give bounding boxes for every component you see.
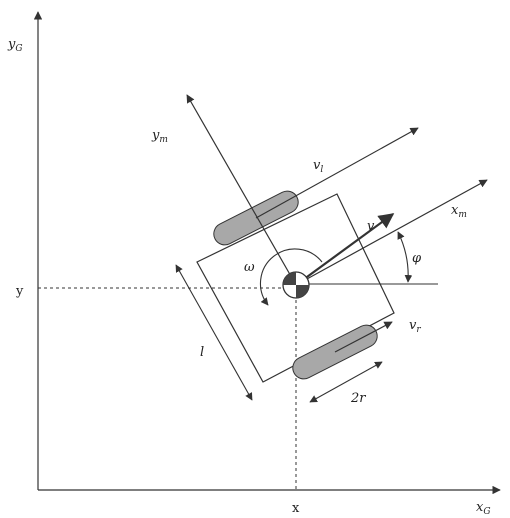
robot-center-marker xyxy=(282,271,310,299)
x-tick-label: x xyxy=(292,501,300,516)
y-tick-label: y xyxy=(15,284,24,299)
omega-label: ω xyxy=(244,260,255,275)
ym-label: ym xyxy=(151,128,168,145)
vr-vector xyxy=(334,321,393,353)
xm-axis xyxy=(295,179,488,286)
vr-label: vr xyxy=(409,318,421,335)
two-r-label: 2r xyxy=(350,391,366,406)
vl-label: vl xyxy=(313,158,323,175)
y-axis-label: yG xyxy=(7,37,23,54)
ym-axis xyxy=(186,94,297,286)
l-label: l xyxy=(200,345,204,360)
phi-label: φ xyxy=(412,251,422,266)
dimension-l xyxy=(175,264,253,401)
xm-label: xm xyxy=(451,203,467,220)
v-vector xyxy=(295,213,395,286)
omega-arc xyxy=(259,248,323,306)
x-axis-label: xG xyxy=(476,500,491,517)
vl-vector xyxy=(255,127,419,219)
v-label: v xyxy=(367,219,375,234)
dimension-2r xyxy=(309,361,383,403)
phi-arc xyxy=(397,231,413,283)
